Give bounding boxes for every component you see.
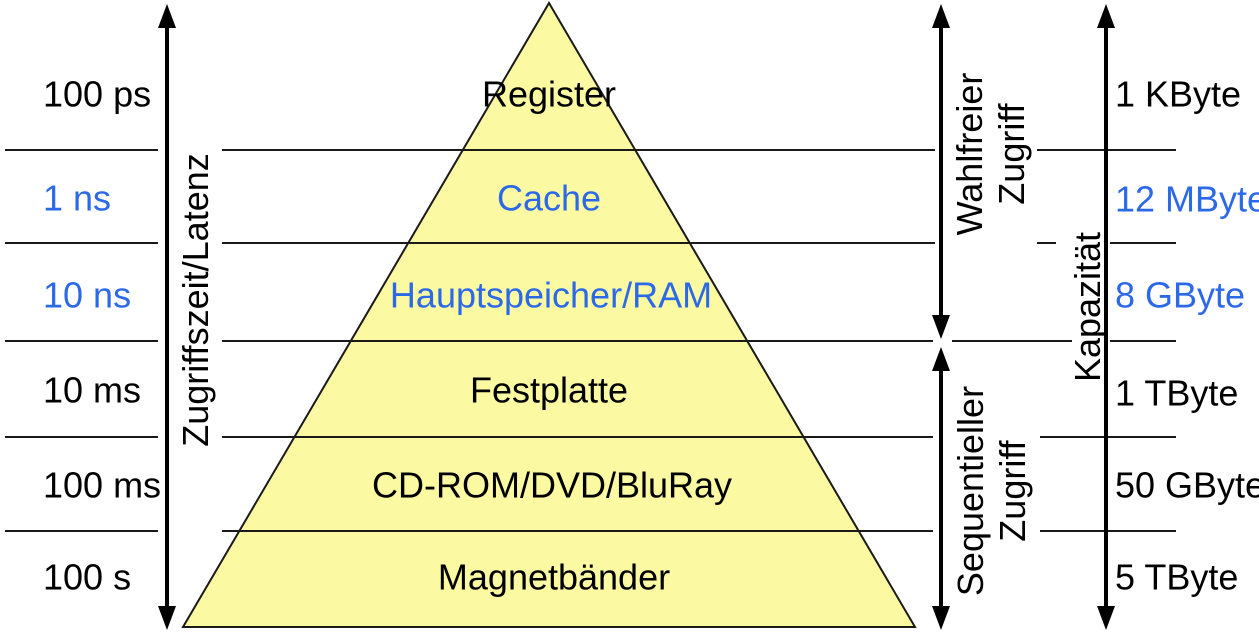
random-access-caption: Wahlfreier Zugriff [949,73,1033,236]
capacity-label: 8 GByte [1115,274,1246,316]
sequential-access-caption-line1: Sequentieller [950,385,991,597]
access-time-label: 100 s [43,556,132,598]
level-name: Festplatte [469,369,629,411]
sequential-access-caption-line2: Zugriff [992,440,1033,542]
level-name: CD-ROM/DVD/BluRay [371,464,733,506]
capacity-axis-arrow [1097,4,1115,630]
sequential-access-caption: Sequentieller Zugriff [950,386,1034,596]
level-name: Register [481,73,617,115]
pyramid-shape [181,1,917,628]
capacity-label: 5 TByte [1115,556,1239,598]
latency-axis-caption: Zugriffszeit/Latenz [175,153,217,447]
level-name: Magnetbänder [437,556,671,598]
capacity-label: 1 KByte [1115,73,1242,115]
level-name: Cache [496,177,602,219]
latency-axis-arrow [158,4,176,630]
sequential-access-arrow [932,347,950,630]
capacity-label: 50 GByte [1115,464,1259,506]
random-access-caption-line2: Zugriff [991,103,1032,205]
capacity-label: 1 TByte [1115,372,1239,414]
capacity-axis-caption: Kapazität [1067,231,1109,383]
random-access-arrow [932,4,950,339]
access-time-label: 10 ms [43,369,142,411]
separator-lines [5,149,1176,532]
random-access-caption-line1: Wahlfreier [949,72,990,236]
level-name: Hauptspeicher/RAM [389,274,713,316]
access-time-label: 1 ns [43,177,112,219]
access-time-label: 10 ns [43,274,132,316]
access-time-label: 100 ms [43,464,162,506]
access-time-label: 100 ps [43,73,152,115]
capacity-label: 12 MByte [1115,178,1259,220]
